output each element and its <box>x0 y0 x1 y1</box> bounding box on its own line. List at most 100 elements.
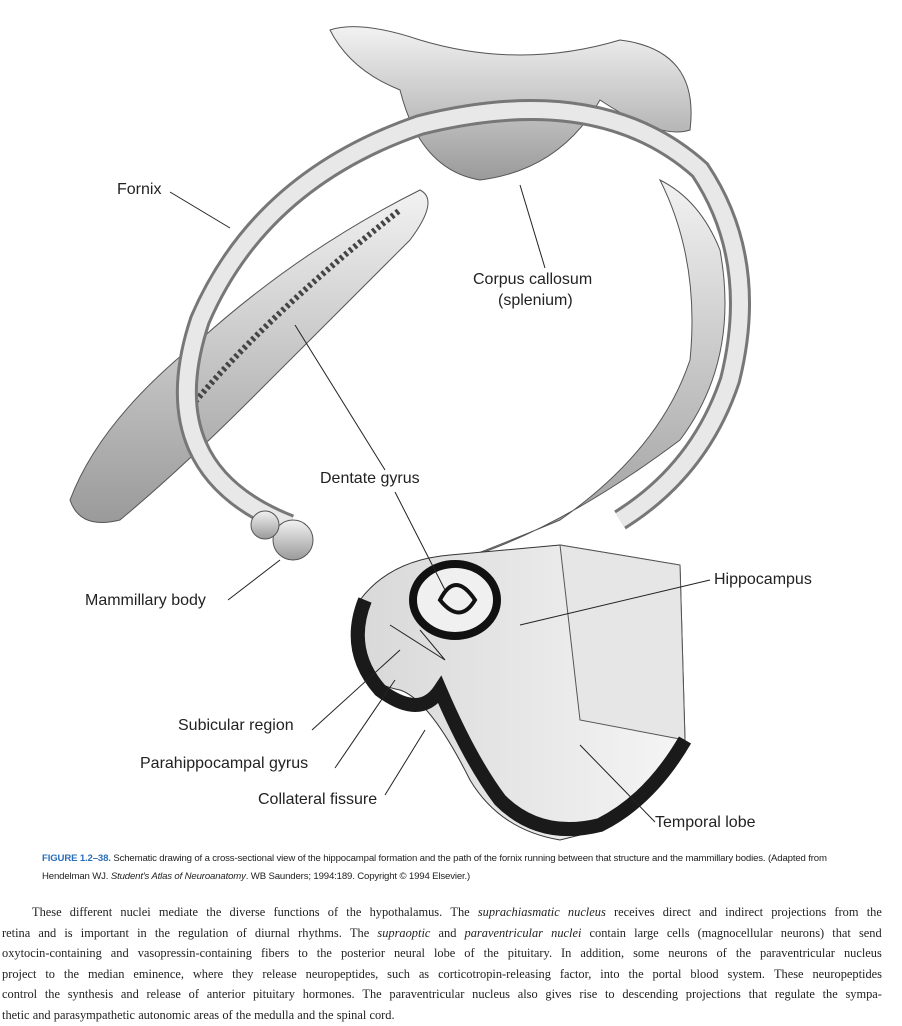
paragraph-word: fibers <box>260 946 290 961</box>
paragraph-word: rhythms. <box>298 925 342 940</box>
paragraph-word: rise <box>579 987 598 1002</box>
paragraph-word: functions <box>273 905 320 919</box>
paragraph-word: indirect <box>725 905 764 919</box>
paragraph-word: where <box>192 966 224 981</box>
paragraph-word: important <box>80 925 129 940</box>
paragraph-word: The <box>362 987 382 1002</box>
paragraph-word: of <box>327 905 339 919</box>
paragraph-word: The <box>450 905 470 919</box>
paragraph-word: medulla <box>254 1007 295 1022</box>
label-collateral-fissure: Collateral fissure <box>258 791 378 808</box>
paragraph-word: gives <box>545 987 572 1002</box>
paragraph-word: corticotropin-releasing <box>438 966 551 981</box>
paragraph-word: factor, <box>559 966 592 981</box>
paragraph-word: suprachiasmatic <box>477 905 560 919</box>
paragraph-word: projections <box>771 905 827 919</box>
paragraph-word: different <box>69 905 113 919</box>
paragraph-word: supraoptic <box>377 925 431 940</box>
paragraph-word: of <box>188 987 199 1002</box>
paragraph-word: and <box>32 1007 51 1022</box>
paragraph-word: (magnocellular <box>697 925 773 940</box>
caption-text: Schematic drawing of a cross-sectional v… <box>42 853 827 882</box>
label-dentate-gyrus: Dentate gyrus <box>320 470 420 487</box>
paragraph-word: into <box>600 966 620 981</box>
paragraph-word: posterior <box>340 946 385 961</box>
paragraph-word: parasympathetic <box>53 1007 135 1022</box>
paragraph-word: paraventricular <box>759 946 835 961</box>
label-mammillary-body: Mammillary body <box>85 592 206 609</box>
label-fornix: Fornix <box>117 181 162 198</box>
paragraph-word: projections <box>685 987 741 1002</box>
paragraph-word: to <box>604 987 615 1002</box>
paragraph-word: autonomic <box>138 1007 191 1022</box>
paragraph-word: neuropeptides, <box>305 966 379 981</box>
caption-book-title: Student's Atlas of Neuroanatomy <box>110 871 246 882</box>
paragraph-word: control <box>2 987 38 1002</box>
paragraph-word: The <box>349 925 370 940</box>
paragraph-word: the <box>63 966 80 981</box>
paragraph-word: send <box>858 925 882 940</box>
paragraph-word: retina <box>2 925 31 940</box>
paragraph-word: cells <box>666 925 690 940</box>
paragraph-word: anterior <box>206 987 246 1002</box>
paragraph-word: the <box>866 905 882 919</box>
paragraph-word: neuropeptides <box>812 966 882 981</box>
paragraph-word: diurnal <box>254 925 291 940</box>
paragraph-word: median <box>87 966 125 981</box>
label-parahippocampal-gyrus: Parahippocampal gyrus <box>140 755 309 772</box>
paragraph-word: portal <box>652 966 682 981</box>
paragraph-word: nuclei <box>120 905 151 919</box>
paragraph-word: These <box>32 905 62 919</box>
paragraph-word: and <box>297 1007 316 1022</box>
label-temporal-lobe: Temporal lobe <box>655 814 756 831</box>
paragraph-word: in <box>137 925 147 940</box>
paragraph-word: mediate <box>158 905 199 919</box>
paragraph-word: the <box>628 966 644 981</box>
paragraph-word: nucleus <box>472 987 510 1002</box>
paragraph-word: neurons <box>668 946 708 961</box>
dentate-gyrus-shape <box>409 560 501 640</box>
paragraph-word: release <box>146 987 181 1002</box>
paragraph-word: sympa- <box>845 987 882 1002</box>
paragraph-word: synthesis <box>67 987 114 1002</box>
caption-text-end: . WB Saunders; 1994:189. Copyright © 199… <box>245 871 471 882</box>
paragraph-word: the <box>154 925 170 940</box>
paragraph-word: cord. <box>369 1007 395 1022</box>
paragraph-word: These <box>773 966 804 981</box>
mammillary-body-shape <box>272 519 314 561</box>
paragraph-word: of <box>716 946 727 961</box>
paragraph-word: receives <box>613 905 655 919</box>
paragraph-word: the <box>235 1007 251 1022</box>
paragraph-word: and <box>699 905 717 919</box>
paragraph-word: that <box>832 925 851 940</box>
paragraph-word: the <box>316 946 332 961</box>
paragraph-word: oxytocin-containing <box>2 946 102 961</box>
paragraph-word: to <box>45 966 55 981</box>
paragraph-word: pituitary <box>252 987 295 1002</box>
paragraph-word: In <box>561 946 572 961</box>
paragraph-word: vasopressin-containing <box>137 946 252 961</box>
paragraph-word: nuclei <box>551 925 582 940</box>
label-subicular-region: Subicular region <box>178 717 294 734</box>
right-hippocampus-shape <box>459 178 726 561</box>
paragraph-word: thetic <box>2 1007 30 1022</box>
paragraph-word: release <box>262 966 297 981</box>
paragraph-word: large <box>634 925 659 940</box>
paragraph-word: also <box>517 987 538 1002</box>
paragraph-word: as <box>418 966 430 981</box>
paragraph-word: spinal <box>336 1007 367 1022</box>
paragraph-word: such <box>387 966 410 981</box>
hippocampus-fornix-illustration <box>69 26 751 841</box>
label-splenium: (splenium) <box>498 292 573 309</box>
paragraph-word: regulate <box>774 987 815 1002</box>
paragraph-word: of <box>236 925 247 940</box>
paragraph-word: some <box>633 946 660 961</box>
figure-number: FIGURE 1.2–38. <box>42 853 111 864</box>
paragraph-word: areas <box>193 1007 220 1022</box>
paragraph-word: and <box>38 925 57 940</box>
paragraph-word: paraventricular <box>464 925 543 940</box>
